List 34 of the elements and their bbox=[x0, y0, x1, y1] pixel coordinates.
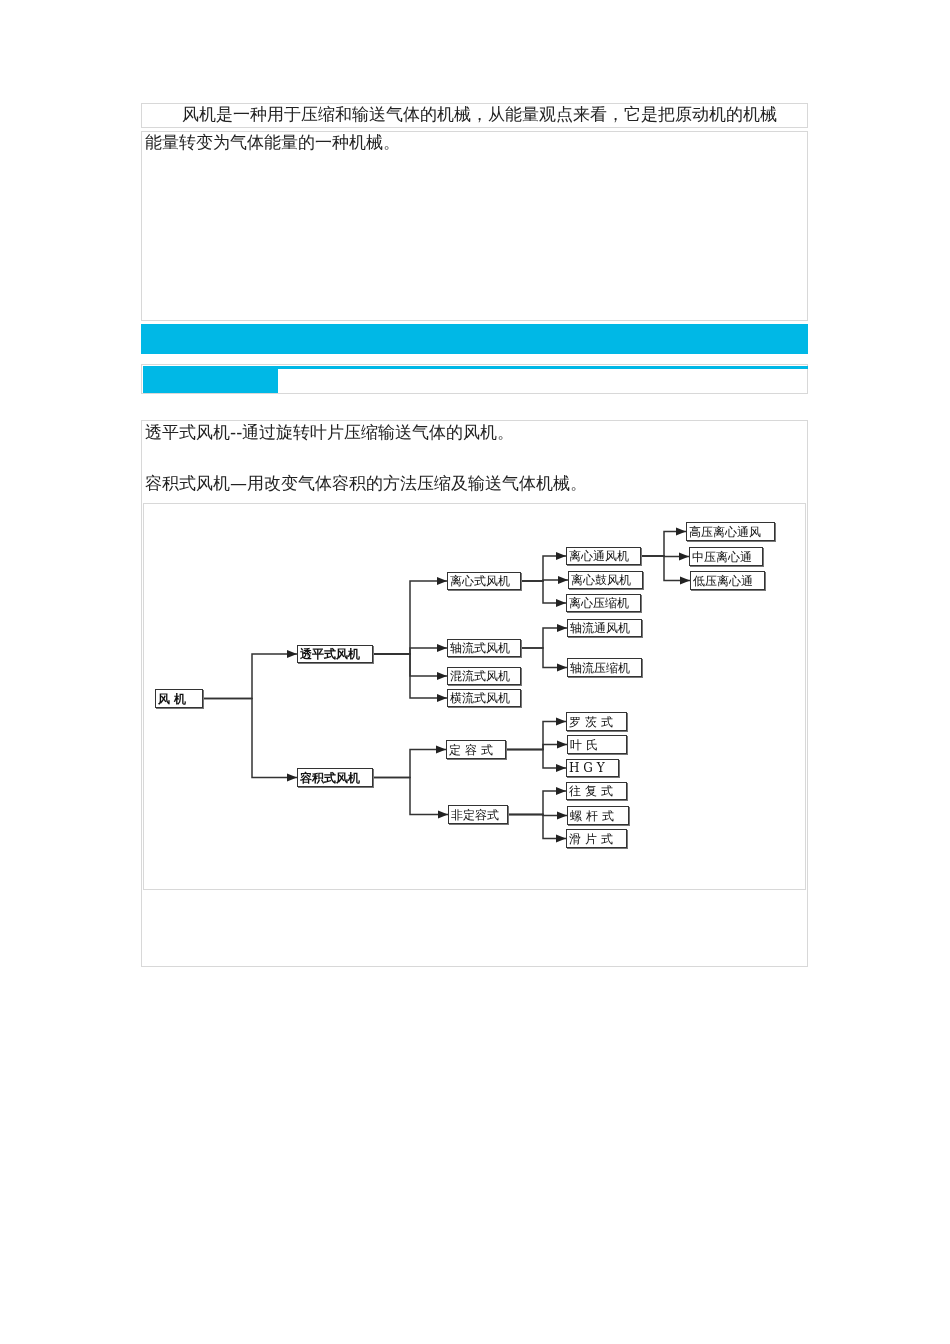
category-box: 离心通风机 bbox=[566, 547, 641, 565]
category-box: 离心鼓风机 bbox=[568, 571, 643, 589]
arrow bbox=[507, 813, 567, 843]
category-box: 往 复 式 bbox=[566, 782, 627, 800]
category-box: 罗 茨 式 bbox=[566, 712, 627, 731]
arrow bbox=[202, 697, 298, 782]
arrow bbox=[372, 653, 448, 703]
arrow bbox=[372, 776, 449, 819]
category-box: 轴流式风机 bbox=[447, 639, 521, 657]
category-box: 螺 杆 式 bbox=[567, 806, 629, 825]
category-box: 滑 片 式 bbox=[566, 829, 627, 848]
category-box: 定 容 式 bbox=[446, 740, 506, 759]
category-box: 混流式风机 bbox=[447, 667, 521, 685]
category-box: 轴流压缩机 bbox=[567, 658, 642, 677]
arrow bbox=[640, 555, 691, 585]
category-box: 离心压缩机 bbox=[566, 594, 641, 612]
category-box: 中压离心通 bbox=[689, 547, 763, 566]
category-box: 非定容式 bbox=[448, 805, 508, 824]
category-box: 透平式风机 bbox=[297, 645, 373, 663]
paragraph-text: 透平式风机--通过旋转叶片压缩输送气体的风机。 bbox=[145, 421, 516, 444]
category-box: 横流式风机 bbox=[447, 689, 521, 707]
category-box: 低压离心通 bbox=[690, 571, 765, 590]
arrow bbox=[520, 647, 568, 672]
paragraph-text: 风机是一种用于压缩和输送气体的机械，从能量观点来看，它是把原动机的机械能量转变为气体能量的一种机械。 bbox=[145, 103, 778, 154]
category-box: 轴流通风机 bbox=[567, 619, 642, 637]
arrow bbox=[520, 580, 567, 608]
category-box: 风 机 bbox=[155, 689, 203, 708]
arrow bbox=[505, 748, 567, 773]
category-box: 高压离心通风 bbox=[686, 522, 775, 541]
category-box: 叶 氏 bbox=[567, 735, 627, 754]
category-box: H G Y bbox=[566, 759, 619, 777]
paragraph-text: 容积式风机—用改变气体容积的方法压缩及输送气体机械。 bbox=[145, 472, 588, 495]
category-box: 容积式风机 bbox=[297, 768, 373, 787]
category-box: 离心式风机 bbox=[447, 572, 521, 590]
